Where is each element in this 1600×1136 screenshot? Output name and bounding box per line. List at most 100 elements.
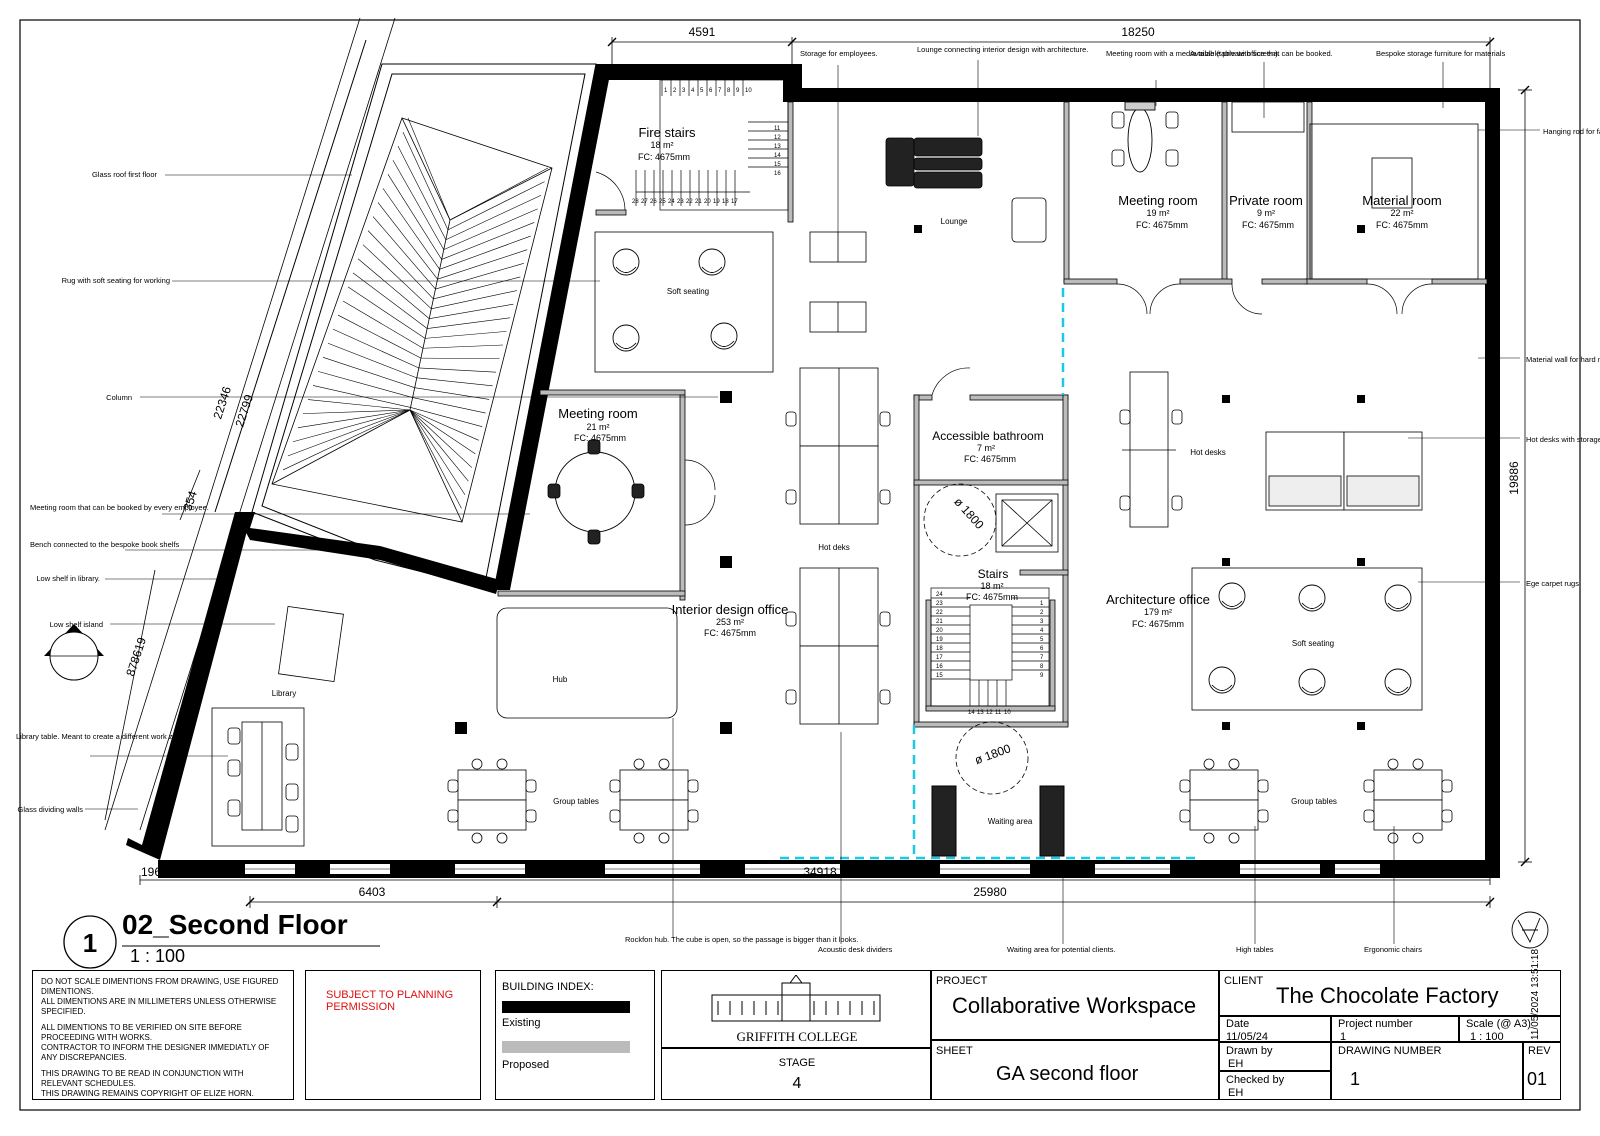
dim-bottom-right: 25980	[973, 885, 1007, 899]
drawing-number-circle	[63, 915, 117, 969]
note-line: ALL DIMENTIONS TO BE VERIFIED ON SITE BE…	[41, 1023, 242, 1042]
drawing-number-value: 1	[1350, 1069, 1361, 1089]
building-index-label: BUILDING INDEX:	[502, 981, 594, 993]
annot-bench: Bench connected to the bespoke book shel…	[30, 540, 180, 549]
dim-turn-a: ø 1800	[951, 495, 987, 532]
svg-text:Soft seating: Soft seating	[1292, 639, 1334, 648]
lounge-sofa	[885, 137, 1047, 243]
svg-text:13: 13	[977, 710, 984, 716]
svg-text:Interior design office: Interior design office	[672, 602, 789, 617]
svg-text:Soft seating: Soft seating	[667, 287, 709, 296]
svg-text:6: 6	[709, 88, 713, 94]
svg-text:17: 17	[731, 199, 738, 205]
checked-by-label: Checked by	[1226, 1074, 1285, 1086]
svg-text:22: 22	[686, 199, 693, 205]
glass-roof-hatch	[282, 117, 549, 509]
svg-text:High tables: High tables	[1236, 945, 1274, 954]
svg-text:5: 5	[700, 88, 704, 94]
svg-text:Group tables: Group tables	[1291, 797, 1337, 806]
plot-timestamp: 11/05/2024 13:51:18	[1530, 948, 1541, 1040]
soft-chairs	[612, 248, 1412, 696]
project-number-value: 1	[1340, 1031, 1347, 1043]
svg-text:Rockfon hub. The cube is open,: Rockfon hub. The cube is open, so the pa…	[625, 935, 858, 944]
svg-text:Hot deks: Hot deks	[818, 543, 850, 552]
svg-text:Fire stairs: Fire stairs	[638, 125, 696, 140]
svg-text:9: 9	[1040, 673, 1044, 679]
svg-text:19: 19	[936, 637, 943, 643]
client-box: CLIENT The Chocolate Factory	[1219, 970, 1561, 1016]
svg-text:10: 10	[745, 88, 752, 94]
svg-text:4: 4	[1040, 628, 1044, 634]
client-label: CLIENT	[1224, 975, 1264, 987]
svg-text:Waiting area: Waiting area	[988, 817, 1033, 826]
svg-text:Architecture office: Architecture office	[1106, 592, 1210, 607]
svg-text:Rug with soft seating for work: Rug with soft seating for working	[62, 276, 170, 285]
scale-label: Scale (@ A3)	[1466, 1018, 1531, 1030]
doors	[595, 171, 1433, 526]
group-tables	[227, 111, 1453, 844]
right-annotations: Hanging rod for fabric samples. Material…	[1526, 127, 1600, 588]
material-table	[1231, 101, 1479, 280]
svg-text:Ergonomic chairs: Ergonomic chairs	[1364, 945, 1422, 954]
dim-bottom-total: 34918	[803, 865, 837, 879]
svg-text:21: 21	[695, 199, 702, 205]
drawn-by-value: EH	[1228, 1058, 1244, 1070]
lift	[995, 493, 1059, 553]
dim-left-diag-b: 22799	[232, 392, 256, 428]
svg-text:15: 15	[936, 673, 943, 679]
client-value: The Chocolate Factory	[1276, 983, 1499, 1008]
svg-text:FC: 4675mm: FC: 4675mm	[574, 433, 626, 443]
svg-text:7: 7	[718, 88, 722, 94]
svg-text:28: 28	[632, 199, 639, 205]
svg-text:17: 17	[936, 655, 943, 661]
bottom-annotations: Rockfon hub. The cube is open, so the pa…	[625, 935, 1422, 954]
notes-box: DO NOT SCALE DIMENTIONS FROM DRAWING, US…	[32, 970, 294, 1100]
svg-text:Low shelf in library.: Low shelf in library.	[36, 574, 100, 583]
svg-text:8: 8	[727, 88, 731, 94]
note-line: THIS DRAWING REMAINS COPYRIGHT OF ELIZE …	[41, 1089, 254, 1098]
drawing-title: 1 02_Second Floor 1 : 100	[83, 909, 348, 966]
svg-text:Hot desks: Hot desks	[1190, 448, 1226, 457]
drawing-number-label: DRAWING NUMBER	[1338, 1045, 1442, 1057]
svg-text:Acoustic desk dividers: Acoustic desk dividers	[818, 945, 892, 954]
planning-text: SUBJECT TO PLANNING PERMISSION	[326, 989, 454, 1013]
glass-roof	[271, 117, 553, 523]
drawn-by-box: Drawn by EH	[1219, 1042, 1331, 1071]
svg-text:20: 20	[936, 628, 943, 634]
svg-text:Hub: Hub	[553, 675, 568, 684]
accessible-route	[780, 288, 1200, 860]
left-annotations: Glass roof first floor Rug with soft sea…	[16, 170, 209, 814]
svg-text:9: 9	[736, 88, 740, 94]
checked-by-box: Checked by EH	[1219, 1071, 1331, 1100]
svg-text:179 m²: 179 m²	[1144, 607, 1172, 617]
dim-right-height: 19886	[1507, 461, 1521, 495]
dim-bottom-small: 196	[141, 865, 161, 879]
svg-text:3: 3	[682, 88, 686, 94]
svg-text:9 m²: 9 m²	[1257, 208, 1275, 218]
date-label: Date	[1226, 1018, 1250, 1030]
svg-text:3: 3	[1040, 619, 1044, 625]
annot-meeting-room: Meeting room that can be booked by every…	[30, 503, 209, 512]
stage-value: 4	[792, 1075, 802, 1092]
svg-text:23: 23	[677, 199, 684, 205]
svg-text:FC: 4675mm: FC: 4675mm	[1242, 220, 1294, 230]
scale-value: 1 : 100	[1470, 1031, 1504, 1043]
dim-top-right: 18250	[1121, 25, 1155, 39]
svg-text:16: 16	[774, 171, 781, 177]
svg-text:11: 11	[995, 710, 1002, 716]
svg-text:27: 27	[641, 199, 648, 205]
dim-turn-b: ø 1800	[973, 741, 1013, 767]
svg-text:FC: 4675mm: FC: 4675mm	[964, 454, 1016, 464]
turning-circles	[923, 483, 1029, 795]
svg-text:FC: 4675mm: FC: 4675mm	[1376, 220, 1428, 230]
svg-text:Meeting room: Meeting room	[558, 406, 637, 421]
svg-text:Storage for employees.: Storage for employees.	[800, 49, 878, 58]
dimension-ticks	[245, 37, 1530, 907]
svg-text:Ege carpet rugs: Ege carpet rugs	[1526, 579, 1579, 588]
columns	[455, 225, 1365, 734]
